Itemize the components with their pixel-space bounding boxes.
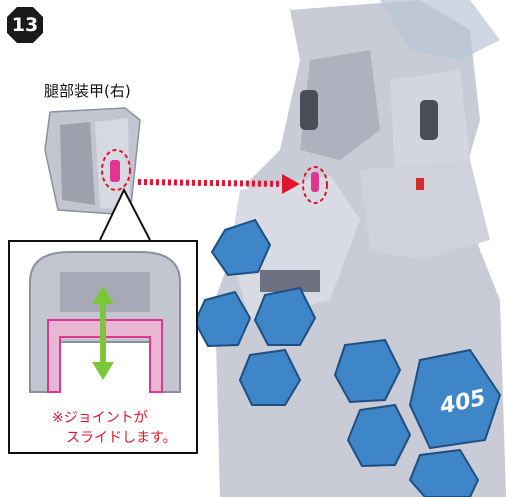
joint-highlight-model	[302, 166, 328, 204]
slide-arrow-icon	[92, 286, 114, 380]
note-line-1: ※ジョイントが	[52, 410, 148, 426]
step-number: 13	[11, 14, 39, 36]
part-label: 腿部装甲(右)	[44, 82, 131, 100]
note-line-2: スライドします。	[66, 430, 177, 446]
leg-armor-part	[44, 107, 141, 216]
direction-arrow	[137, 174, 300, 194]
blue-armor-pods	[193, 218, 502, 497]
joint-detail-illustration	[29, 251, 181, 393]
joint-highlight-part	[101, 149, 131, 191]
robot-model	[193, 0, 506, 497]
step-badge	[7, 7, 43, 43]
slide-note: ※ジョイントが スライドします。	[52, 408, 177, 448]
callout-box	[8, 240, 198, 454]
